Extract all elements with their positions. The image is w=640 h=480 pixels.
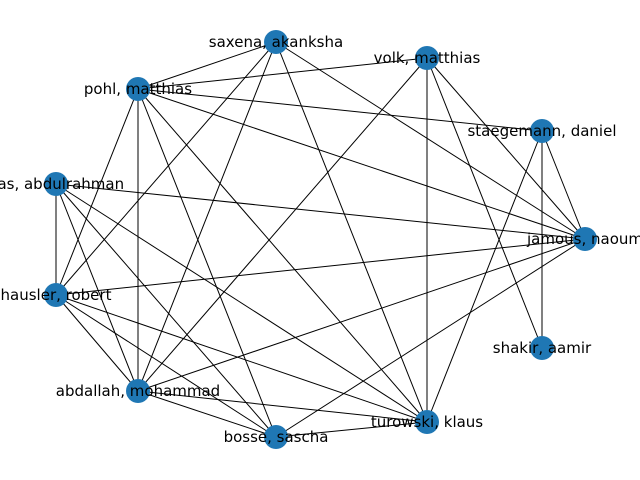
edge-saxena-turowski: [275, 41, 428, 423]
label-layer: saxena, akanksha volk, matthias pohl, matt…: [0, 33, 640, 446]
node-jamous: [573, 227, 597, 251]
edge-pohl-hausler: [55, 88, 139, 296]
edge-saxena-pohl: [137, 41, 277, 90]
edge-volk-jamous: [426, 57, 586, 240]
edge-jamous-hausler: [55, 238, 586, 296]
node-hausler: [44, 283, 68, 307]
node-label-staegemann: staegemann, daniel: [467, 122, 616, 140]
edge-abdulrahman-turowski: [55, 183, 428, 423]
node-label-jamous: jamous, naoum: [526, 230, 640, 248]
edge-hausler-abdallah: [55, 294, 139, 392]
node-shakir: [530, 336, 554, 360]
edge-layer: [55, 41, 586, 438]
node-label-turowski: turowski, klaus: [371, 413, 483, 431]
node-label-bosse: bosse, sascha: [224, 428, 329, 446]
edge-saxena-jamous: [275, 41, 586, 240]
node-label-saxena: saxena, akanksha: [209, 33, 343, 51]
edge-pohl-staegemann: [137, 88, 543, 132]
node-saxena: [264, 30, 288, 54]
node-label-pohl: pohl, matthias: [84, 80, 192, 98]
edge-jamous-abdallah: [137, 238, 586, 392]
edge-staegemann-jamous: [541, 130, 586, 240]
edge-jamous-bosse: [275, 238, 586, 438]
node-label-abdallah: abdallah, mohammad: [56, 382, 220, 400]
node-bosse: [264, 425, 288, 449]
node-layer: [44, 30, 597, 449]
node-label-volk: volk, matthias: [374, 49, 481, 67]
edge-volk-shakir: [426, 57, 543, 349]
node-turowski: [415, 410, 439, 434]
edge-pohl-bosse: [137, 88, 277, 438]
node-label-abdulrahman: nas, abdulrahman: [0, 175, 124, 193]
edge-hausler-turowski: [55, 294, 428, 423]
edge-saxena-abdallah: [137, 41, 277, 392]
edge-volk-pohl: [137, 57, 428, 90]
edge-staegemann-turowski: [426, 130, 543, 423]
edge-turowski-bosse: [275, 421, 428, 438]
edge-abdallah-bosse: [137, 390, 277, 438]
node-pohl: [126, 77, 150, 101]
node-label-shakir: shakir, aamir: [493, 339, 592, 357]
edge-hausler-bosse: [55, 294, 277, 438]
node-abdallah: [126, 379, 150, 403]
edge-abdulrahman-jamous: [55, 183, 586, 240]
node-volk: [415, 46, 439, 70]
node-staegemann: [530, 119, 554, 143]
edge-saxena-hausler: [55, 41, 277, 296]
node-label-hausler: hausler, robert: [1, 286, 112, 304]
edge-abdulrahman-abdallah: [55, 183, 139, 392]
edge-abdulrahman-bosse: [55, 183, 277, 438]
edge-pohl-turowski: [137, 88, 428, 423]
node-abdulrahman: [44, 172, 68, 196]
edge-volk-abdallah: [137, 57, 428, 392]
edge-pohl-jamous: [137, 88, 586, 240]
edge-abdallah-turowski: [137, 390, 428, 423]
